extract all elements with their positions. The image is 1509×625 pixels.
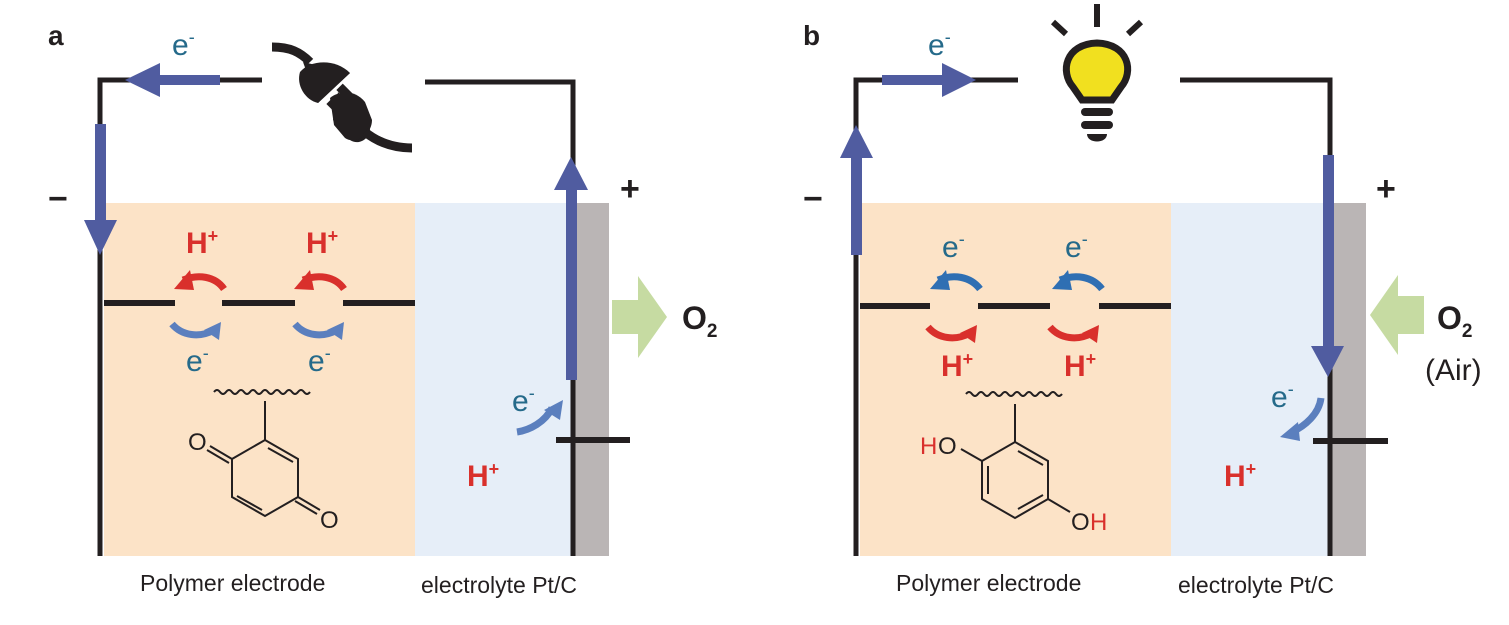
oxygen-label: O2	[1437, 300, 1472, 342]
oxygen-atom: O	[320, 507, 339, 534]
electron-curve-arrow	[516, 400, 563, 436]
plug-icon	[271, 42, 413, 153]
electron-curve-arrow	[169, 321, 221, 340]
oxygen-atom: O	[938, 433, 957, 460]
polymer-electrode-caption: Polymer electrode	[896, 570, 1081, 596]
proton-label: H+	[467, 459, 499, 493]
electron-curve-arrow	[1280, 397, 1325, 441]
polymer-electrode-region	[104, 203, 415, 556]
panel-a: a − + e-	[48, 20, 717, 598]
polymer-electrode-region	[860, 203, 1171, 556]
electron-label: e-	[1271, 379, 1294, 414]
hydroquinone-molecule	[960, 391, 1071, 520]
polymer-electrode-caption: Polymer electrode	[140, 570, 325, 596]
electron-label-top: e-	[928, 27, 951, 62]
electron-label-top: e-	[172, 27, 195, 62]
polymer-backbone-wavy	[213, 389, 311, 395]
electron-flow-arrow-top	[882, 63, 976, 97]
hydrogen-atom: H	[920, 433, 937, 460]
electrolyte-caption: electrolyte Pt/C	[1178, 572, 1334, 598]
oxygen-in-arrow	[1370, 275, 1424, 355]
panel-b: b − + e-	[803, 4, 1482, 598]
lightbulb-icon	[1050, 4, 1144, 142]
electrolyte-region	[415, 203, 571, 556]
right-wire	[425, 79, 576, 556]
oxygen-out-arrow	[612, 276, 667, 358]
proton-curve-arrow	[1047, 324, 1099, 343]
oxygen-atom: O	[188, 429, 207, 456]
right-wire	[1180, 77, 1333, 556]
electron-flow-arrow-right	[1311, 155, 1344, 377]
electron-label: e-	[308, 343, 331, 378]
oxygen-label: O2	[682, 300, 717, 342]
electron-curve-arrow	[930, 270, 983, 292]
electron-flow-arrow-top	[125, 63, 220, 97]
electron-label: e-	[1065, 229, 1088, 264]
electrolyte-caption: electrolyte Pt/C	[421, 572, 577, 598]
oxygen-atom: O	[1071, 509, 1090, 536]
hydrogen-atom: H	[1090, 509, 1107, 536]
proton-label: H+	[306, 226, 338, 260]
electron-curve-arrow	[292, 321, 344, 340]
ptc-region	[571, 203, 609, 556]
quinone-molecule	[206, 389, 321, 518]
negative-terminal-sign: −	[803, 180, 823, 218]
negative-terminal-sign: −	[48, 180, 68, 218]
positive-terminal-sign: +	[1376, 170, 1396, 208]
electrolyte-region	[1171, 203, 1328, 556]
proton-label: H+	[1224, 459, 1256, 493]
proton-label: H+	[941, 349, 973, 383]
panel-b-letter: b	[803, 20, 820, 51]
panel-a-letter: a	[48, 20, 64, 51]
electron-label: e-	[942, 229, 965, 264]
ptc-region	[1328, 203, 1366, 556]
electron-flow-arrow-left	[84, 124, 117, 255]
positive-terminal-sign: +	[620, 170, 640, 208]
electron-label: e-	[186, 343, 209, 378]
proton-curve-arrow	[294, 270, 347, 292]
electron-flow-arrow-right	[554, 157, 588, 380]
electron-label: e-	[512, 383, 535, 418]
electron-curve-arrow	[1052, 270, 1105, 292]
electron-flow-arrow-left	[840, 125, 873, 255]
air-label: (Air)	[1425, 354, 1482, 387]
proton-label: H+	[1064, 349, 1096, 383]
proton-curve-arrow	[174, 270, 227, 292]
polymer-backbone-wavy	[965, 391, 1063, 397]
proton-curve-arrow	[925, 324, 977, 343]
proton-label: H+	[186, 226, 218, 260]
